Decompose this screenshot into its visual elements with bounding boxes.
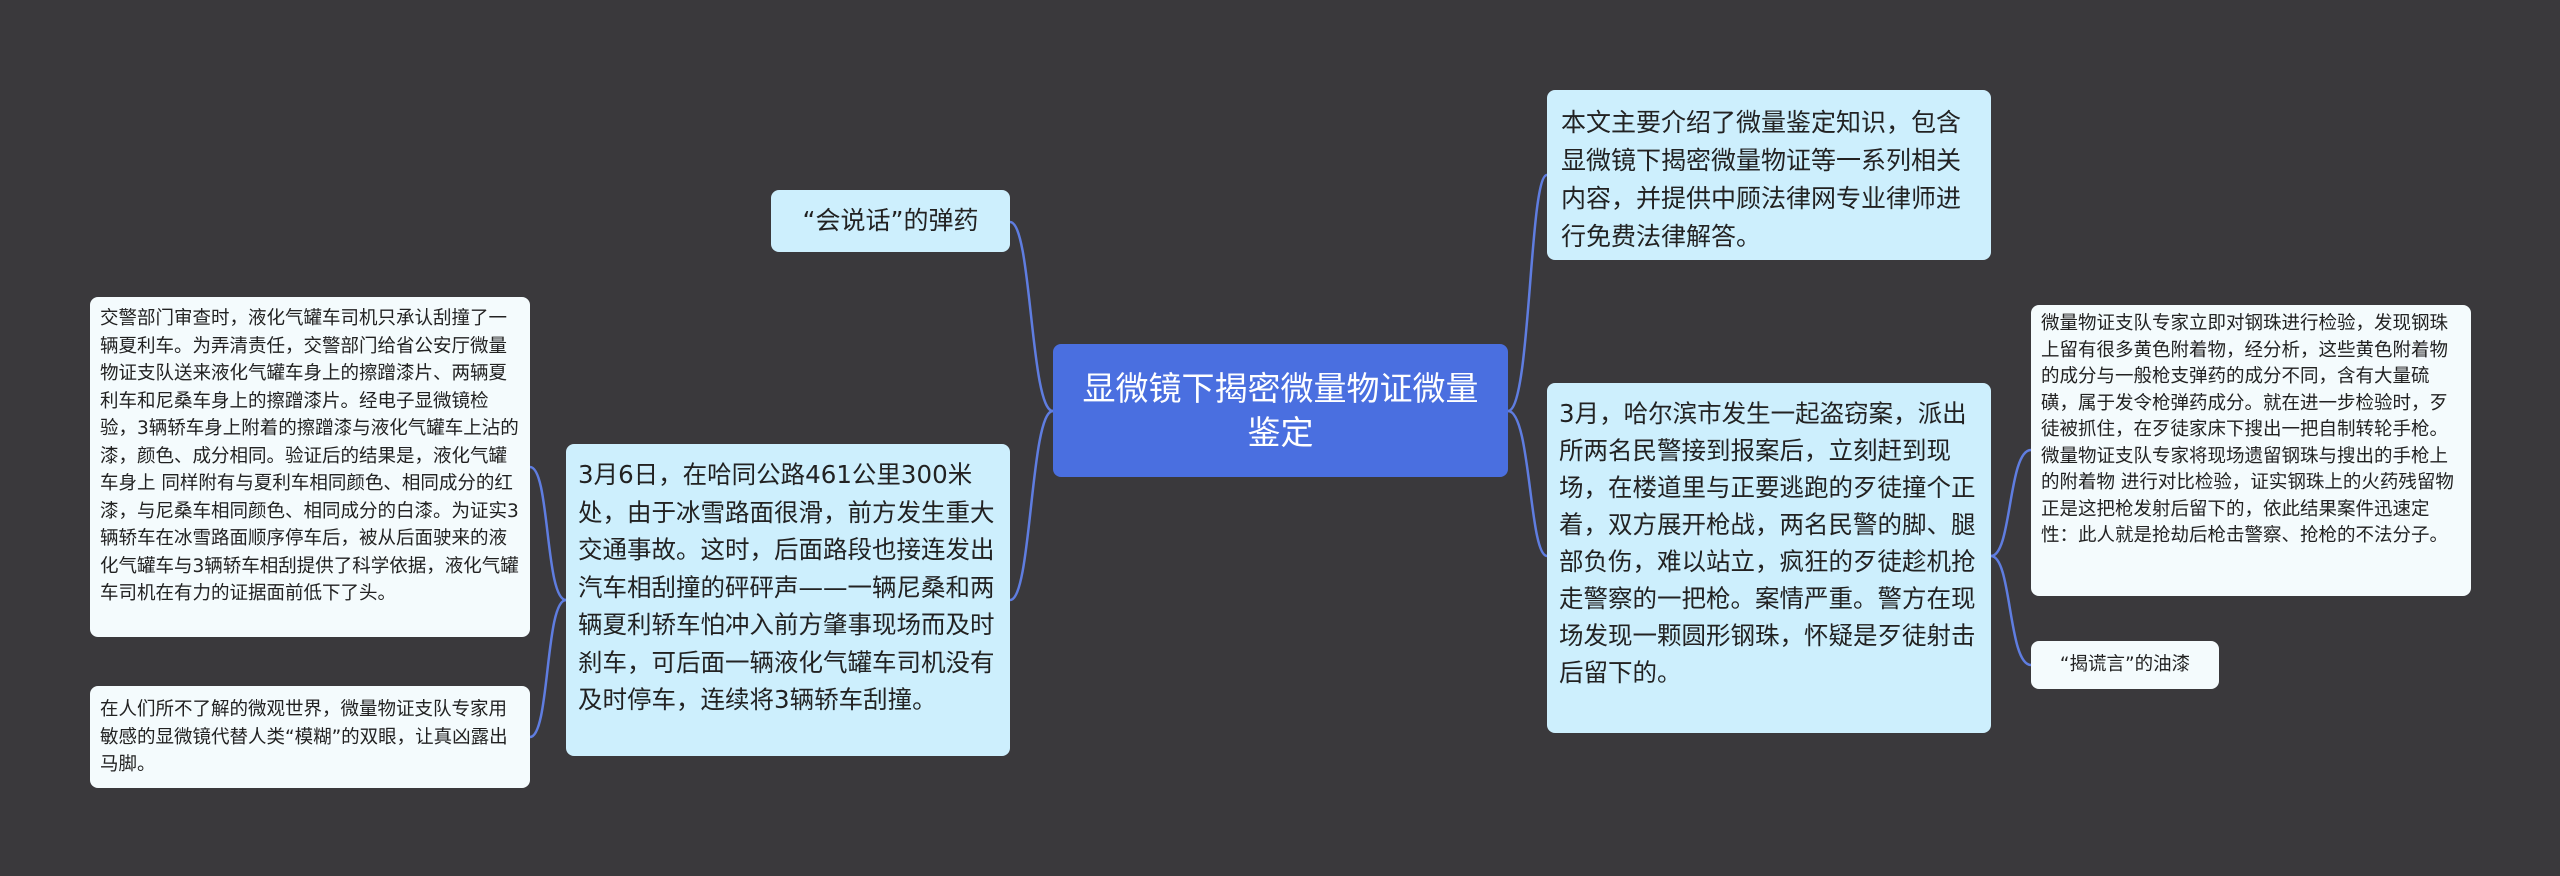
connector-traffic-to-paint-detail xyxy=(528,465,568,602)
detail-steel-ball-analysis[interactable]: 微量物证支队专家立即对钢珠进行检验，发现钢珠上留有很多黄色附着物，经分析，这些黄… xyxy=(2031,305,2471,596)
connector-harbin-to-paint-lie-node xyxy=(1989,554,2033,667)
connector-traffic-to-microscope-detail xyxy=(528,598,568,739)
detail-paint-evidence[interactable]: 交警部门审查时，液化气罐车司机只承认刮撞了一辆夏利车。为弄清责任，交警部门给省公… xyxy=(90,297,530,637)
connector-root-to-traffic-node xyxy=(1008,409,1055,602)
node-harbin-case[interactable]: 3月，哈尔滨市发生一起盗窃案，派出所两名民警接到报案后，立刻赶到现场，在楼道里与… xyxy=(1547,383,1991,733)
node-traffic-accident[interactable]: 3月6日，在哈同公路461公里300米处，由于冰雪路面很滑，前方发生重大交通事故… xyxy=(566,444,1010,756)
node-intro-summary[interactable]: 本文主要介绍了微量鉴定知识，包含显微镜下揭密微量物证等一系列相关内容，并提供中顾… xyxy=(1547,90,1991,260)
detail-microscope-eyes[interactable]: 在人们所不了解的微观世界，微量物证支队专家用敏感的显微镜代替人类“模糊”的双眼，… xyxy=(90,686,530,788)
node-paint-reveals-lie[interactable]: “揭谎言”的油漆 xyxy=(2031,641,2219,689)
connector-root-to-harbin-node xyxy=(1506,409,1549,558)
node-bullet-talk[interactable]: “会说话”的弹药 xyxy=(771,190,1010,252)
connector-root-to-bullet-node xyxy=(1008,220,1055,413)
connector-harbin-to-steelball-detail xyxy=(1989,448,2033,558)
root-node[interactable]: 显微镜下揭密微量物证微量鉴定 xyxy=(1053,344,1508,477)
connector-root-to-intro-node xyxy=(1506,173,1549,413)
